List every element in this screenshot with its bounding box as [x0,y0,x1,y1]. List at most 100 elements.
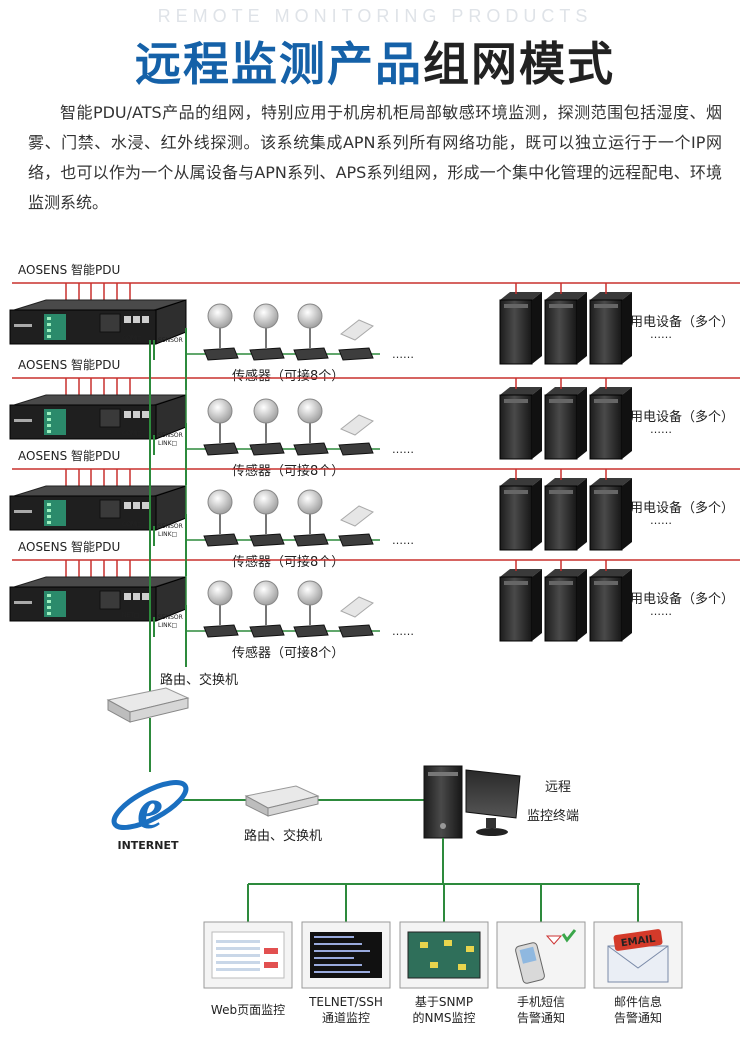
pdu-port [142,593,149,600]
sensor-label: 传感器（可接8个） [232,368,344,384]
tower-bay [504,581,528,585]
email-badge: EMAIL [620,934,656,950]
pdu-led [47,412,51,415]
sensor-probe [340,414,374,436]
web-row [216,947,260,950]
terminal-label-line1: Web页面监控 [211,1003,285,1017]
web-row [216,968,260,971]
tower-bay [594,581,618,585]
device-label: 用电设备（多个） [630,500,734,516]
pdu-body [9,309,157,345]
pdu-led-panel [44,500,66,526]
pdu-port [124,502,131,509]
pdu-led-panel [44,314,66,340]
sensor-base [293,442,329,456]
terminal-label-line2: 告警通知 [517,1010,565,1025]
background-subtitle: REMOTE MONITORING PRODUCTS [157,6,593,26]
port-link-label: LINK□ [158,440,177,447]
pdu-port [133,411,140,418]
remote-label-line1: 远程 [545,780,571,795]
router-2-label: 路由、交换机 [244,828,322,844]
pdu-led [47,521,51,524]
tower-body [589,485,623,551]
device-label: 用电设备（多个） [630,591,734,607]
snmp-node [458,964,466,970]
web-row [216,940,260,943]
tower-body [499,576,533,642]
pdu-led-panel [44,409,66,435]
equipment-tower-3 [589,378,632,460]
tower-bay [504,490,528,494]
device-label: 用电设备（多个） [630,314,734,330]
tower-body [544,576,578,642]
tower-bay [594,399,618,403]
equipment-tower-3 [589,560,632,642]
tower-side [532,569,542,641]
equipment-tower-1 [499,378,542,460]
pdu-led [47,418,51,421]
sensor-probe [340,319,374,341]
sensor-ellipsis: …… [392,534,414,547]
remote-label-line2: 监控终端 [527,808,579,824]
sensor-probe [297,398,323,424]
sensor-base [203,442,239,456]
tower-side [577,292,587,364]
tower-side [532,387,542,459]
check-icon [561,929,577,943]
pdu-label: AOSENS 智能PDU [18,448,120,463]
web-alert [264,962,278,968]
pdu-led [47,430,51,433]
telnet-line [314,950,370,952]
sensor-base [338,624,374,638]
sensor-ellipsis: …… [392,625,414,638]
device-ellipsis: …… [650,328,672,341]
snmp-node [444,940,452,946]
tower-side [622,569,632,641]
sensor-4 [338,505,374,547]
pdu-label: AOSENS 智能PDU [18,539,120,554]
tower-top [545,569,587,577]
equipment-tower-1 [499,469,542,551]
sensor-probe [340,505,374,527]
pdu-display [99,590,121,610]
port-right-label: SENSOR [158,523,183,530]
pdu-led [47,424,51,427]
sensor-2 [249,489,285,547]
pdu-led [47,600,51,603]
racks-layer: AOSENS 智能PDUCOM□SENSOR……传感器（可接8个）用电设备（多个… [9,262,740,667]
sensor-label: 传感器（可接8个） [232,463,344,479]
rack-row-2: AOSENS 智能PDUCOM□SENSORLINK□……传感器（可接8个）用电… [9,357,740,485]
sensor-3 [293,398,329,456]
remote-terminal: 远程 监控终端 [423,765,579,839]
pdu-label: AOSENS 智能PDU [18,262,120,277]
terminal-label-line2: 的NMS监控 [413,1010,476,1025]
envelope-icon [607,945,669,983]
tower-body [499,485,533,551]
tower-body [499,394,533,460]
sensor-1 [203,398,239,456]
tower-top [500,292,542,300]
terminal-label-line1: 手机短信 [517,995,565,1009]
tower-bay [549,581,573,585]
sensor-base [249,533,285,547]
sensor-2 [249,303,285,361]
tower-body [589,576,623,642]
svg-text:e: e [137,776,163,841]
pdu-led [47,335,51,338]
sensor-probe [297,580,323,606]
pdu-display [99,313,121,333]
port-link-label: LINK□ [158,622,177,629]
telnet-line [314,957,354,959]
pdu-port [133,502,140,509]
sensor-base [203,533,239,547]
rack-row-1: AOSENS 智能PDUCOM□SENSOR……传感器（可接8个）用电设备（多个… [9,262,740,390]
internet-icon: e INTERNET [111,776,189,852]
terminal-label-line1: 邮件信息 [614,994,662,1009]
sensor-ellipsis: …… [392,443,414,456]
pdu-led [47,612,51,615]
sensor-probe [253,398,279,424]
pdu-display [99,499,121,519]
